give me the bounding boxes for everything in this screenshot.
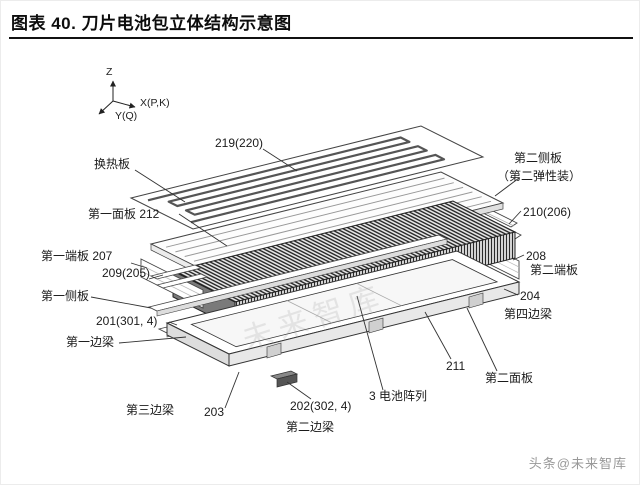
axes-indicator bbox=[98, 80, 136, 115]
label-battery-array: 3 电池阵列 bbox=[369, 389, 428, 403]
figure-title: 图表 40. 刀片电池包立体结构示意图 bbox=[11, 14, 292, 33]
label-second-panel: 第二面板 bbox=[485, 371, 534, 385]
axis-z-label: Z bbox=[106, 66, 113, 78]
label-ref-210-206: 210(206) bbox=[523, 205, 572, 219]
axis-x-label: X(P,K) bbox=[140, 97, 170, 109]
label-ref-219-220: 219(220) bbox=[215, 136, 264, 150]
leader-lines bbox=[90, 148, 525, 409]
label-ref-211: 211 bbox=[446, 359, 466, 373]
label-second-side-beam: 第二边梁 bbox=[286, 420, 335, 434]
label-ref-209-205: 209(205) bbox=[102, 266, 151, 280]
label-ref-203: 203 bbox=[204, 405, 225, 419]
label-ref-201-301-4: 201(301, 4) bbox=[96, 314, 158, 328]
exploded-diagram bbox=[90, 80, 525, 409]
axis-y-label: Y(Q) bbox=[115, 110, 138, 122]
label-first-side-plate: 第一侧板 bbox=[41, 289, 90, 303]
channel-strips-shape bbox=[149, 264, 209, 289]
heat-exchange-plate-shape bbox=[129, 125, 485, 230]
label-second-end-plate: 第二端板 bbox=[530, 263, 579, 277]
second-side-beam-block-shape bbox=[269, 370, 299, 388]
label-fourth-side-beam: 第四边梁 bbox=[504, 307, 553, 321]
label-ref-202-302-4: 202(302, 4) bbox=[290, 399, 352, 413]
bottom-tray-shape bbox=[165, 250, 521, 367]
label-heat-exchange-plate: 换热板 bbox=[94, 157, 131, 171]
label-first-panel: 第一面板 212 bbox=[88, 207, 160, 221]
label-third-side-beam: 第三边梁 bbox=[126, 403, 175, 417]
label-second-side-plate: 第二侧板 bbox=[514, 151, 563, 165]
corner-watermark: 头条@未来智库 bbox=[528, 456, 627, 471]
label-second-side-plate-note: （第二弹性装） bbox=[497, 169, 582, 183]
label-ref-204: 204 bbox=[520, 289, 541, 303]
label-first-side-beam: 第一边梁 bbox=[66, 335, 115, 349]
first-side-plate-shape bbox=[147, 234, 449, 317]
label-ref-208: 208 bbox=[526, 249, 547, 263]
label-first-end-plate: 第一端板 207 bbox=[41, 249, 113, 263]
title-underline bbox=[9, 37, 633, 39]
serpentine-tube-path bbox=[147, 136, 446, 224]
